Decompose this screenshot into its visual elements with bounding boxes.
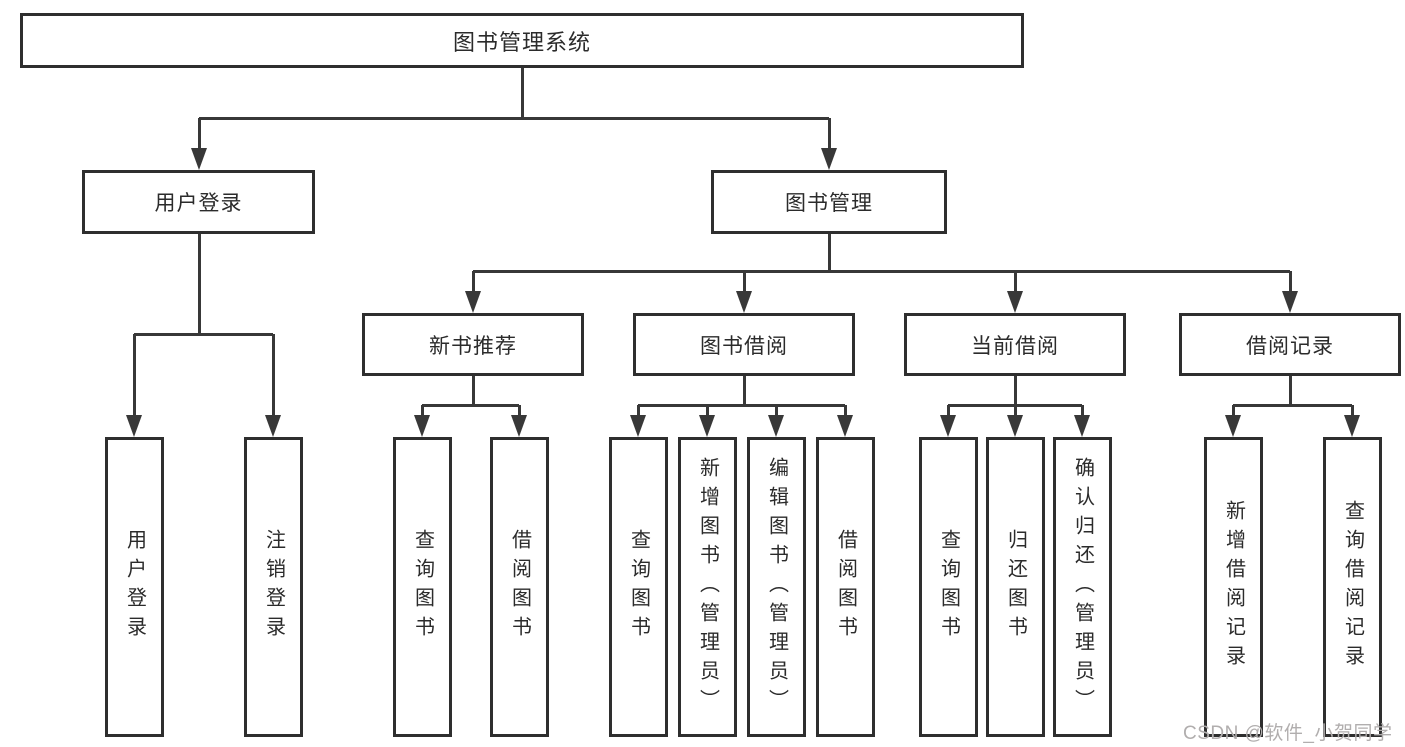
- node-borrowing-records: 借阅记录: [1179, 313, 1401, 376]
- node-query-books-recommend: 查询图书: [393, 437, 452, 737]
- arrowhead-icon: [821, 148, 837, 170]
- arrowhead-icon: [414, 415, 430, 437]
- connector-drop-logout-leaf: [271, 334, 275, 416]
- node-add-books-admin: 新增图书（管理员）: [678, 437, 737, 737]
- connector-drop-borrow-records: [1288, 271, 1292, 292]
- node-label: 编辑图书（管理员）: [765, 456, 788, 718]
- connector-root-stem: [520, 68, 524, 118]
- arrowhead-icon: [768, 415, 784, 437]
- node-label: 图书管理系统: [452, 29, 591, 55]
- node-book-management: 图书管理: [711, 170, 947, 234]
- connector-bus-new-book: [422, 403, 519, 407]
- arrowhead-icon: [465, 291, 481, 313]
- node-return-books: 归还图书: [986, 437, 1045, 737]
- node-confirm-return-admin: 确认归还（管理员）: [1053, 437, 1112, 737]
- connector-drop-new-book: [471, 271, 475, 292]
- connector-drop: [774, 405, 778, 416]
- connector-book-management-stem: [827, 234, 831, 271]
- connector-drop: [946, 405, 950, 416]
- arrowhead-icon: [699, 415, 715, 437]
- connector-drop: [1080, 405, 1084, 416]
- node-library-management-system: 图书管理系统: [20, 13, 1024, 68]
- node-label: 当前借阅: [971, 334, 1059, 358]
- arrowhead-icon: [1282, 291, 1298, 313]
- arrowhead-icon: [837, 415, 853, 437]
- connector-borrow-records-stem: [1288, 376, 1292, 405]
- node-label: 确认归还（管理员）: [1071, 456, 1094, 718]
- node-query-books-current: 查询图书: [919, 437, 978, 737]
- node-edit-books-admin: 编辑图书（管理员）: [747, 437, 806, 737]
- node-label: 新增借阅记录: [1222, 500, 1245, 674]
- node-borrow-books-leaf: 借阅图书: [816, 437, 875, 737]
- arrowhead-icon: [630, 415, 646, 437]
- arrowhead-icon: [736, 291, 752, 313]
- node-current-borrowing: 当前借阅: [904, 313, 1126, 376]
- node-label: 图书借阅: [700, 334, 788, 358]
- connector-drop: [517, 405, 521, 416]
- connector-bus-user-login: [134, 332, 273, 336]
- node-label: 新增图书（管理员）: [696, 456, 719, 718]
- node-label: 用户登录: [123, 529, 146, 645]
- arrowhead-icon: [265, 415, 281, 437]
- node-label: 新书推荐: [429, 334, 517, 358]
- connector-drop: [420, 405, 424, 416]
- connector-new-book-stem: [471, 376, 475, 405]
- connector-user-login-stem: [197, 234, 201, 334]
- connector-drop: [1231, 405, 1235, 416]
- arrowhead-icon: [1074, 415, 1090, 437]
- connector-drop: [843, 405, 847, 416]
- arrowhead-icon: [940, 415, 956, 437]
- node-label: 借阅记录: [1246, 334, 1334, 358]
- node-borrow-books-recommend: 借阅图书: [490, 437, 549, 737]
- arrowhead-icon: [1007, 415, 1023, 437]
- node-label: 查询图书: [627, 529, 650, 645]
- arrowhead-icon: [1225, 415, 1241, 437]
- connector-drop: [636, 405, 640, 416]
- arrowhead-icon: [1007, 291, 1023, 313]
- connector-drop-book-management: [827, 118, 831, 150]
- arrowhead-icon: [511, 415, 527, 437]
- node-logout-leaf: 注销登录: [244, 437, 303, 737]
- arrowhead-icon: [191, 148, 207, 170]
- connector-bus-level3: [473, 269, 1290, 273]
- csdn-watermark: CSDN @软件_小贺同学: [1183, 723, 1393, 744]
- node-label: 查询图书: [411, 529, 434, 645]
- node-label: 查询借阅记录: [1341, 500, 1364, 674]
- connector-current-borrow-stem: [1013, 376, 1017, 405]
- arrowhead-icon: [126, 415, 142, 437]
- node-new-book-recommendation: 新书推荐: [362, 313, 584, 376]
- node-query-borrow-record: 查询借阅记录: [1323, 437, 1382, 737]
- connector-drop-login-leaf: [132, 334, 136, 416]
- node-user-login: 用户登录: [82, 170, 315, 234]
- connector-bus-book-borrow: [638, 403, 845, 407]
- node-label: 查询图书: [937, 529, 960, 645]
- node-label: 注销登录: [262, 529, 285, 645]
- connector-bus-level2: [199, 116, 829, 120]
- node-query-books-borrow: 查询图书: [609, 437, 668, 737]
- node-label: 借阅图书: [508, 529, 531, 645]
- connector-drop: [1350, 405, 1354, 416]
- node-label: 借阅图书: [834, 529, 857, 645]
- node-add-borrow-record: 新增借阅记录: [1204, 437, 1263, 737]
- connector-drop: [705, 405, 709, 416]
- connector-drop-book-borrow: [742, 271, 746, 292]
- node-label: 用户登录: [154, 192, 243, 215]
- connector-drop: [1013, 405, 1017, 416]
- node-book-borrowing: 图书借阅: [633, 313, 855, 376]
- connector-bus-borrow-records: [1233, 403, 1352, 407]
- arrowhead-icon: [1344, 415, 1360, 437]
- connector-drop-current-borrow: [1013, 271, 1017, 292]
- connector-drop-user-login: [197, 118, 201, 150]
- node-label: 归还图书: [1004, 529, 1027, 645]
- node-label: 图书管理: [785, 192, 873, 215]
- connector-book-borrow-stem: [742, 376, 746, 405]
- node-user-login-leaf: 用户登录: [105, 437, 164, 737]
